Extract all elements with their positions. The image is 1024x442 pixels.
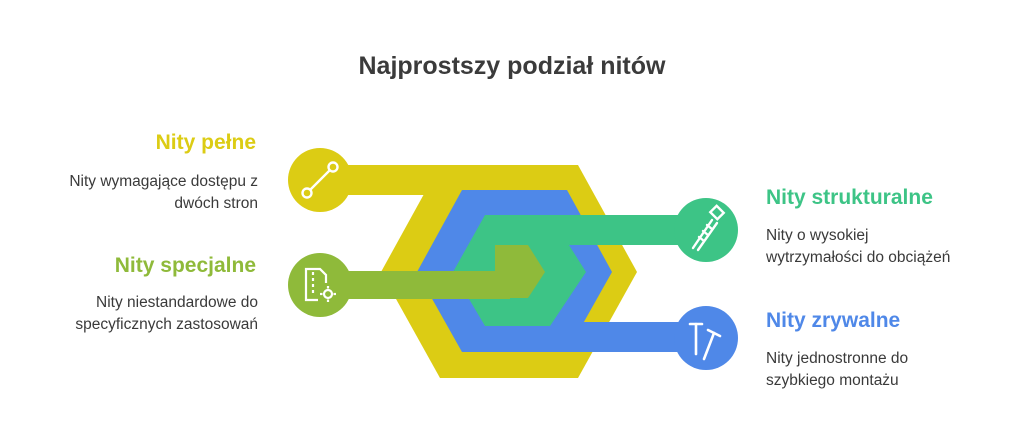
nails-icon <box>688 322 722 361</box>
label-nity-pelne: Nity pełne <box>155 131 256 154</box>
zip-file-gear-icon <box>304 267 336 302</box>
line-segment-icon <box>301 161 339 199</box>
screw-icon <box>691 204 726 252</box>
label-nity-specjalne: Nity specjalne <box>114 254 256 277</box>
desc-nity-pelne: Nity wymagające dostępu z dwóch stron <box>69 173 258 212</box>
desc-nity-zrywalne: Nity jednostronne do szybkiego montażu <box>766 350 909 389</box>
label-nity-zrywalne: Nity zrywalne <box>766 309 901 332</box>
desc-nity-strukturalne: Nity o wysokiej wytrzymałości do obciąże… <box>766 227 951 266</box>
branch-nity-specjalne <box>288 245 545 317</box>
page-title: Najprostszy podział nitów <box>358 52 666 80</box>
desc-nity-specjalne: Nity niestandardowe do specyficznych zas… <box>75 294 258 333</box>
olive-node <box>288 253 352 317</box>
label-nity-strukturalne: Nity strukturalne <box>766 186 933 209</box>
blue-node <box>674 306 738 370</box>
